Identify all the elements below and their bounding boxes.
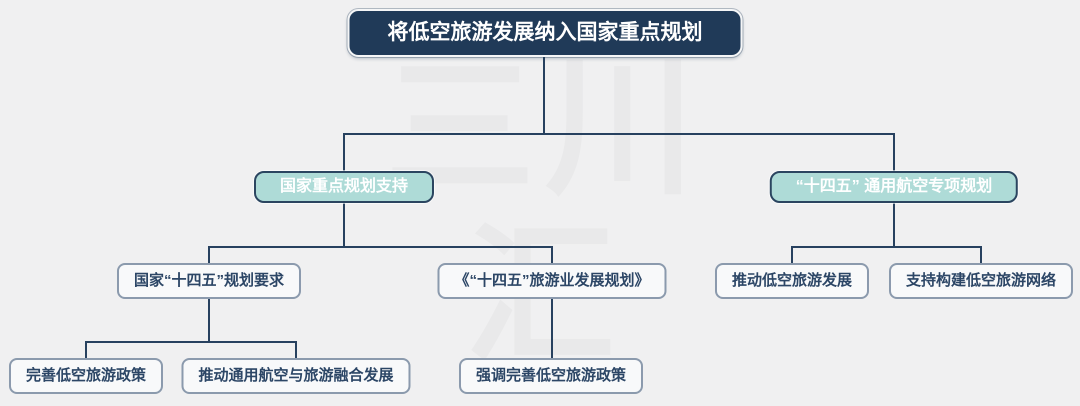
- connector-support-drop-in: [343, 133, 345, 171]
- node-improve-low-altitude-tourism-policy: 完善低空旅游政策: [8, 358, 164, 394]
- connector-gaplan-horizontal: [791, 246, 982, 248]
- connector-network-drop-in: [980, 246, 982, 263]
- node-root-title: 将低空旅游发展纳入国家重点规划: [347, 9, 743, 57]
- node-national-14th-fiveyear-plan-requirements: 国家“十四五”规划要求: [116, 263, 302, 299]
- connector-gaplan-drop-out: [893, 203, 895, 248]
- node-general-aviation-tourism-integration: 推动通用航空与旅游融合发展: [181, 358, 411, 394]
- connector-gaplan-drop-in: [893, 133, 895, 171]
- connector-tourismplan-drop-out: [551, 299, 553, 358]
- connector-root-drop: [543, 57, 545, 135]
- watermark: 三川 汇: [330, 44, 760, 380]
- connector-support-horizontal: [208, 246, 553, 248]
- node-emphasize-improve-policy: 强调完善低空旅游政策: [458, 358, 644, 394]
- connector-policy-drop-in: [85, 341, 87, 358]
- connector-promote-drop-in: [791, 246, 793, 263]
- connector-tourismplan-drop-in: [551, 246, 553, 263]
- node-promote-low-altitude-tourism: 推动低空旅游发展: [714, 263, 870, 299]
- node-14th-fiveyear-tourism-development-plan: 《“十四五”旅游业发展规划》: [437, 263, 667, 299]
- connector-req-horizontal: [85, 341, 297, 343]
- connector-level1-horizontal: [343, 133, 895, 135]
- connector-integration-drop-in: [295, 341, 297, 358]
- node-support-low-altitude-tourism-network: 支持构建低空旅游网络: [888, 263, 1074, 299]
- node-14th-fiveyear-general-aviation-plan: “十四五” 通用航空专项规划: [769, 171, 1019, 203]
- connector-support-drop-out: [343, 203, 345, 248]
- node-national-key-plan-support: 国家重点规划支持: [253, 171, 435, 203]
- connector-req-drop-out: [208, 299, 210, 343]
- connector-req-drop-in: [208, 246, 210, 263]
